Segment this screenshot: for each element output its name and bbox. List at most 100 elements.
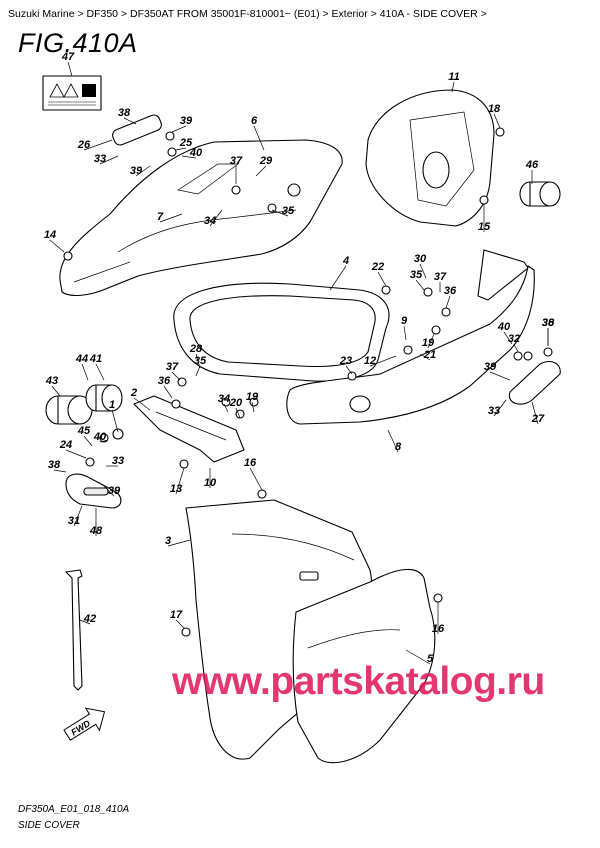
callout-10[interactable]: 10 [204, 468, 217, 489]
part-42-rod[interactable] [65, 569, 83, 691]
callout-44[interactable]: 44 [75, 353, 89, 381]
callout-leader [79, 619, 91, 625]
callout-39[interactable]: 39 [484, 361, 511, 381]
callout-18[interactable]: 18 [488, 103, 501, 129]
callout-leader [51, 385, 61, 397]
callout-38[interactable]: 38 [118, 107, 137, 125]
callout-45[interactable]: 45 [77, 425, 93, 447]
callout-number: 30 [414, 253, 427, 265]
callout-31[interactable]: 31 [68, 505, 83, 527]
callout-39[interactable]: 39 [171, 115, 193, 133]
callout-39[interactable]: 39 [101, 483, 121, 497]
callout-33[interactable]: 33 [488, 399, 507, 417]
callout-16[interactable]: 16 [432, 602, 445, 635]
part-11-top-cover[interactable] [365, 89, 495, 227]
callout-46[interactable]: 46 [525, 159, 539, 184]
part-10-bracket[interactable] [133, 395, 245, 463]
callout-42[interactable]: 42 [79, 613, 96, 625]
callout-leader [83, 139, 113, 151]
part-6-upper-side-cover[interactable] [59, 139, 343, 297]
callout-number: 39 [484, 361, 497, 373]
callout-8[interactable]: 8 [387, 429, 402, 453]
callout-24[interactable]: 24 [59, 439, 87, 459]
callout-20[interactable]: 20 [229, 397, 243, 419]
part-4-seal[interactable] [173, 282, 390, 382]
callout-47[interactable]: 47 [61, 51, 75, 77]
callout-40[interactable]: 40 [93, 431, 109, 443]
callout-2[interactable]: 2 [130, 387, 151, 411]
callout-3[interactable]: 3 [165, 535, 191, 547]
callout-leader [251, 401, 255, 413]
callout-number: 27 [531, 413, 545, 425]
callout-35[interactable]: 35 [271, 205, 295, 217]
callout-9[interactable]: 9 [401, 315, 408, 341]
callout-25[interactable]: 25 [175, 137, 193, 151]
breadcrumb-item-suzuki-marine[interactable]: Suzuki Marine [8, 8, 75, 20]
callout-39[interactable]: 39 [130, 165, 151, 177]
callout-36[interactable]: 36 [444, 285, 457, 309]
callout-40[interactable]: 40 [497, 321, 513, 345]
callout-38[interactable]: 38 [48, 459, 67, 473]
part-27-grip[interactable] [508, 361, 561, 405]
callout-11[interactable]: 11 [448, 71, 460, 93]
callout-21[interactable]: 21 [419, 349, 436, 361]
callout-14[interactable]: 14 [44, 229, 65, 253]
callout-27[interactable]: 27 [531, 401, 545, 425]
callout-48[interactable]: 48 [89, 508, 103, 537]
callout-6[interactable]: 6 [251, 115, 265, 151]
callout-37[interactable]: 37 [434, 271, 447, 292]
callout-26[interactable]: 26 [77, 139, 113, 151]
fasteners [63, 114, 553, 637]
callout-33[interactable]: 33 [94, 153, 119, 165]
callout-number: 39 [180, 115, 193, 127]
part-5-lower-cover[interactable] [292, 568, 436, 764]
callout-37[interactable]: 37 [230, 155, 243, 184]
callout-leader [369, 355, 397, 367]
callout-7[interactable]: 7 [157, 211, 183, 223]
callout-16[interactable]: 16 [244, 457, 263, 491]
callout-leader [159, 213, 183, 223]
callout-38[interactable]: 38 [542, 317, 555, 346]
callout-19[interactable]: 19 [422, 333, 435, 349]
callout-number: 26 [77, 139, 91, 151]
part-46-grommet[interactable] [519, 181, 561, 207]
breadcrumb-item-exterior[interactable]: Exterior [331, 8, 368, 20]
callout-17[interactable]: 17 [170, 609, 185, 629]
part-8-lower-apron[interactable] [286, 249, 535, 425]
callout-19[interactable]: 19 [246, 391, 259, 413]
callout-34[interactable]: 34 [218, 393, 230, 413]
callout-leader [493, 399, 507, 417]
callout-1[interactable]: 1 [109, 399, 119, 433]
callout-34[interactable]: 34 [204, 209, 223, 227]
callout-15[interactable]: 15 [478, 204, 491, 233]
part-47-warning-label[interactable] [42, 75, 102, 111]
callout-40[interactable]: 40 [181, 147, 203, 159]
callout-30[interactable]: 30 [414, 253, 427, 279]
callout-28[interactable]: 28 [189, 343, 203, 369]
callout-number: 48 [89, 525, 103, 537]
breadcrumb: Suzuki Marine > DF350 > DF350AT FROM 350… [8, 8, 598, 20]
breadcrumb-item-df350[interactable]: DF350 [86, 8, 119, 20]
callout-41[interactable]: 41 [89, 353, 105, 381]
callout-22[interactable]: 22 [371, 261, 387, 287]
callout-4[interactable]: 4 [329, 255, 349, 291]
breadcrumb-item-model[interactable]: DF350AT FROM 35001F-810001~ (E01) [129, 8, 320, 20]
part-43-grommet-assembly[interactable] [45, 384, 123, 425]
callout-leader [345, 365, 353, 375]
callout-leader [73, 505, 83, 527]
callout-23[interactable]: 23 [339, 355, 353, 375]
callout-33[interactable]: 33 [106, 455, 124, 467]
callout-12[interactable]: 12 [364, 355, 397, 367]
diagram-description: SIDE COVER [18, 820, 80, 831]
callout-35[interactable]: 35 [410, 269, 425, 291]
part-31-grip[interactable] [65, 473, 122, 509]
callout-leader [81, 363, 89, 381]
callout-13[interactable]: 13 [170, 467, 185, 495]
callout-29[interactable]: 29 [255, 155, 273, 177]
callout-36[interactable]: 36 [158, 375, 173, 399]
callout-5[interactable]: 5 [405, 649, 434, 665]
callout-43[interactable]: 43 [45, 375, 61, 397]
callout-35[interactable]: 35 [194, 355, 207, 377]
callout-37[interactable]: 37 [166, 361, 181, 381]
callout-leader [419, 263, 427, 279]
